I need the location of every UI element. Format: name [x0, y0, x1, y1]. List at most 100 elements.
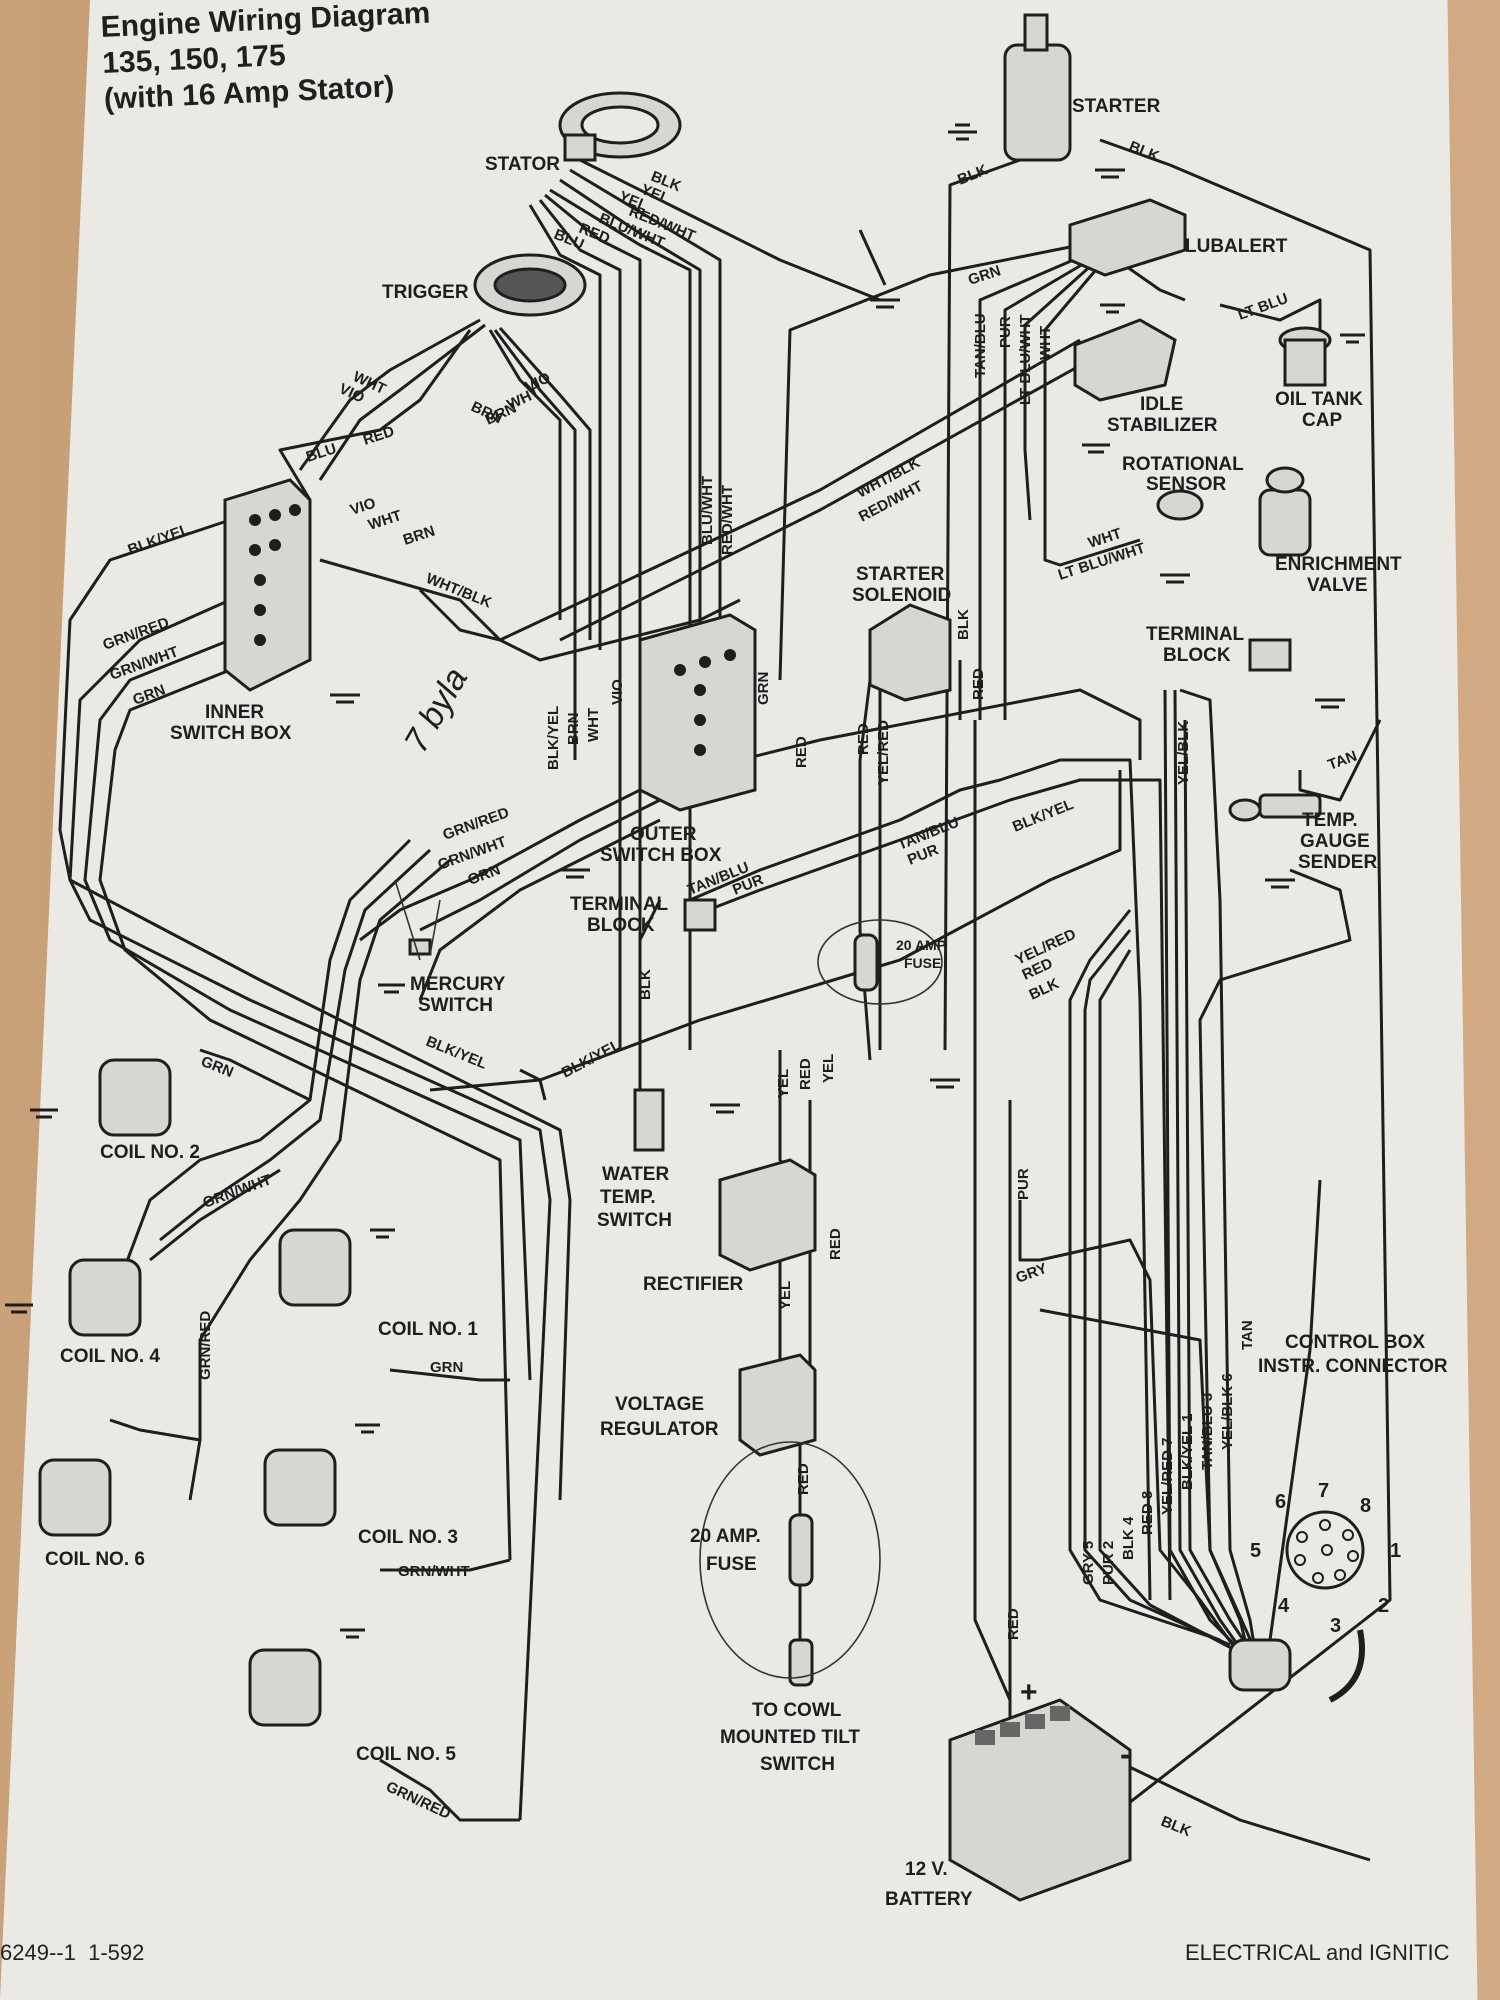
fuse-large-label-2: FUSE: [706, 1554, 757, 1575]
temp-gauge-sender-label-3: SENDER: [1298, 852, 1377, 873]
wire-label: BLK: [637, 969, 654, 1000]
wire-label: RED: [795, 1463, 812, 1495]
wire-label: LT BLU/WHT: [1017, 314, 1034, 405]
ground-symbols: [5, 123, 1365, 1639]
wire-label: RED: [1005, 1608, 1022, 1640]
pin-number: 1: [1390, 1540, 1401, 1562]
wire-label: WHT: [585, 708, 602, 742]
wire-label: PUR: [1015, 1168, 1032, 1200]
water-temp-switch: [633, 1088, 665, 1152]
footer-page: 1-592: [88, 1940, 145, 1965]
wire-label: VIO: [609, 679, 626, 705]
idle-stabilizer-label: IDLE: [1140, 394, 1183, 415]
coil-2-label: COIL NO. 2: [100, 1142, 200, 1163]
control-box-label: CONTROL BOX: [1285, 1332, 1425, 1353]
oil-tank-cap: [1278, 326, 1332, 387]
starter-solenoid-label-2: SOLENOID: [852, 585, 951, 606]
wire-label: YEL/BLK: [1175, 721, 1192, 785]
wire-label: BLK: [955, 161, 990, 188]
wire-label: BLK/YEL: [126, 521, 192, 559]
inner-switch-box-label-2: SWITCH BOX: [170, 723, 292, 744]
wire-label: WHT: [1037, 326, 1054, 360]
harness-label: YEL/RED 7: [1159, 1437, 1176, 1515]
terminal-block-center-label-2: BLOCK: [587, 915, 655, 936]
rectifier-label: RECTIFIER: [643, 1274, 744, 1295]
coil-4-label: COIL NO. 4: [60, 1346, 160, 1367]
coil-5-label: COIL NO. 5: [356, 1744, 456, 1765]
pin-number: 2: [1378, 1595, 1389, 1617]
control-box-label-2: INSTR. CONNECTOR: [1258, 1356, 1448, 1377]
wire-label: RED/WHT: [719, 485, 736, 555]
pin-number: 5: [1250, 1540, 1261, 1562]
wire-label: RED: [361, 423, 397, 449]
inner-switch-box: [223, 478, 312, 692]
fuse-20-small: [853, 933, 879, 992]
battery-minus-label: -: [1120, 1736, 1131, 1772]
wires: [58, 138, 1392, 1862]
terminal-block-center: [683, 898, 717, 932]
wire-label: GRN: [755, 672, 772, 705]
wire-label: BLU/WHT: [699, 476, 716, 545]
coils: [38, 1058, 352, 1727]
wire-label: RED: [855, 723, 872, 755]
water-temp-switch-label: WATER: [602, 1164, 669, 1185]
wire-label: GRN/WHT: [398, 1563, 470, 1580]
fuse-large-label: 20 AMP.: [690, 1526, 761, 1547]
rotational-sensor-label-2: SENSOR: [1146, 474, 1227, 495]
terminal-block-right: [1248, 638, 1292, 672]
coil-1-label: COIL NO. 1: [378, 1319, 478, 1340]
rotational-sensor: [1156, 489, 1204, 521]
harness-label: BLK 4: [1120, 1516, 1137, 1560]
battery-label: 12 V.: [905, 1859, 948, 1880]
wire-label: TAN/BLU: [972, 313, 989, 378]
battery-plus-label: +: [1020, 1676, 1038, 1709]
coil-3-label: COIL NO. 3: [358, 1527, 458, 1548]
battery: [948, 1698, 1132, 1902]
pin-number: 3: [1330, 1615, 1341, 1637]
wire-label: RED: [970, 668, 987, 700]
oil-tank-cap-label-2: CAP: [1302, 410, 1342, 431]
tilt-switch-label-3: SWITCH: [760, 1754, 835, 1775]
footer-section: ELECTRICAL and IGNITIC: [1185, 1940, 1450, 1965]
handwritten-note: 7 byla: [397, 661, 475, 759]
rotational-sensor-label: ROTATIONAL: [1122, 454, 1244, 475]
idle-stabilizer: [1073, 318, 1177, 402]
wire-label: GRN: [199, 1053, 236, 1081]
trigger-label: TRIGGER: [382, 282, 469, 303]
rectifier: [718, 1158, 817, 1272]
footer-doc-number: 6249--1 1-592: [0, 1940, 145, 1965]
wire-label: BLK: [1127, 138, 1162, 165]
pin-number: 8: [1360, 1495, 1371, 1517]
terminal-block-right-label-2: BLOCK: [1163, 645, 1231, 666]
voltage-regulator-label: VOLTAGE: [615, 1394, 704, 1415]
harness-label: PUR 2: [1100, 1541, 1117, 1585]
stator-label: STATOR: [485, 154, 560, 175]
mercury-switch-label-2: SWITCH: [418, 995, 493, 1016]
pin-number: 7: [1318, 1480, 1329, 1502]
harness-label: GRY 5: [1080, 1541, 1097, 1585]
wire-label: GRN/RED: [197, 1311, 214, 1380]
wire-label: RED: [797, 1058, 814, 1090]
wire-label: YEL: [777, 1281, 794, 1310]
mercury-switch-label: MERCURY: [410, 974, 506, 995]
wire-label: YEL/RED: [875, 720, 892, 785]
wire-label: GRN: [466, 861, 503, 888]
enrichment-valve-label-2: VALVE: [1307, 575, 1368, 596]
fuse-small-label-2: FUSE: [904, 955, 941, 971]
enrichment-valve-label: ENRICHMENT: [1275, 554, 1402, 575]
control-box-connector: [1228, 1510, 1365, 1703]
battery-label-2: BATTERY: [885, 1889, 973, 1910]
terminal-block-right-label: TERMINAL: [1146, 624, 1245, 645]
terminal-block-center-label: TERMINAL: [570, 894, 669, 915]
starter-label: STARTER: [1072, 96, 1161, 117]
tilt-switch-label-2: MOUNTED TILT: [720, 1727, 860, 1748]
wire-label: GRN: [430, 1359, 463, 1376]
idle-stabilizer-label-2: STABILIZER: [1107, 415, 1218, 436]
wire-label: BLK: [1159, 1813, 1194, 1840]
water-temp-switch-label-2: TEMP.: [600, 1187, 656, 1208]
starter: [1003, 13, 1072, 162]
stator: [558, 91, 682, 162]
temp-gauge-sender-label-2: GAUGE: [1300, 831, 1370, 852]
wire-label: BLK/YEL: [1010, 796, 1076, 836]
